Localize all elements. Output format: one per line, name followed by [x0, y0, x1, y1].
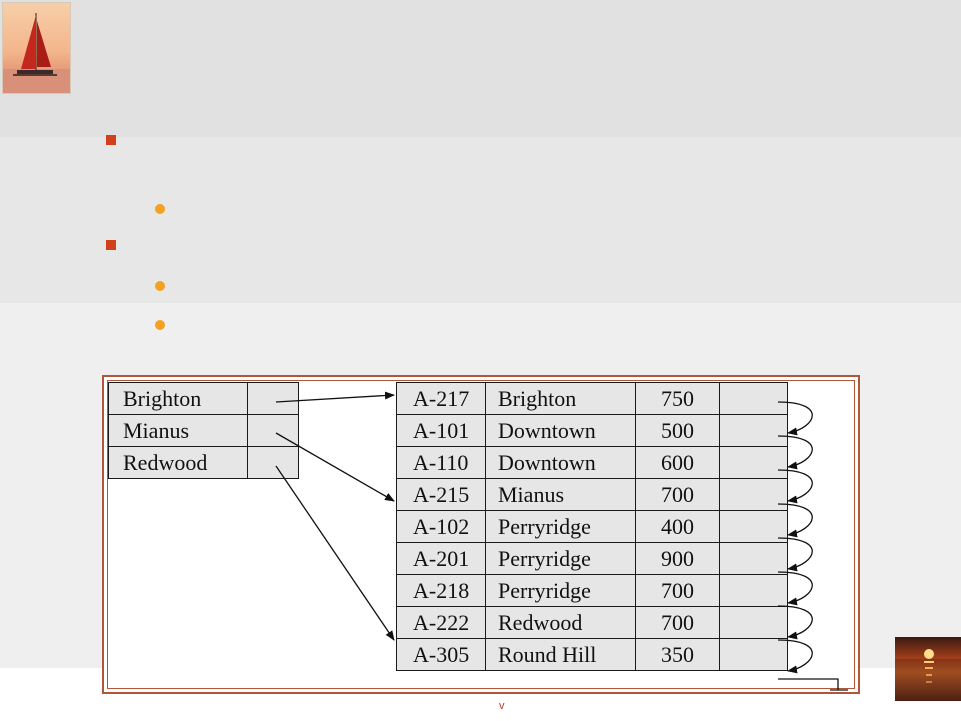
- record-row: A-218 Perryridge 700: [396, 574, 788, 607]
- record-row: A-215 Mianus 700: [396, 478, 788, 511]
- next-pointer-cell: [719, 542, 788, 575]
- record-row: A-101 Downtown 500: [396, 414, 788, 447]
- sailboat-logo-icon: [2, 2, 71, 94]
- balance: 900: [635, 542, 720, 575]
- bullet-dot-icon: [155, 204, 165, 214]
- balance: 350: [635, 638, 720, 671]
- record-row: A-217 Brighton 750: [396, 382, 788, 415]
- next-pointer-cell: [719, 414, 788, 447]
- account-number: A-215: [396, 478, 486, 511]
- record-row: A-110 Downtown 600: [396, 446, 788, 479]
- index-entry: Mianus: [108, 414, 299, 447]
- index-pointer-cell: [247, 382, 299, 415]
- account-number: A-218: [396, 574, 486, 607]
- branch-name: Redwood: [485, 606, 636, 639]
- account-number: A-305: [396, 638, 486, 671]
- balance: 700: [635, 478, 720, 511]
- branch-name: Brighton: [485, 382, 636, 415]
- balance: 700: [635, 606, 720, 639]
- bullet-dot-icon: [155, 281, 165, 291]
- index-entry: Redwood: [108, 446, 299, 479]
- account-number: A-110: [396, 446, 486, 479]
- next-pointer-cell: [719, 382, 788, 415]
- account-number: A-201: [396, 542, 486, 575]
- next-pointer-cell: [719, 606, 788, 639]
- figure-inner-border: [107, 380, 855, 689]
- bullet-dot-icon: [155, 320, 165, 330]
- account-number: A-222: [396, 606, 486, 639]
- index-table: Brighton Mianus Redwood: [108, 382, 299, 479]
- balance: 500: [635, 414, 720, 447]
- content-band: [0, 137, 961, 303]
- next-pointer-cell: [719, 478, 788, 511]
- bullet-square-icon: [106, 135, 116, 145]
- record-row: A-201 Perryridge 900: [396, 542, 788, 575]
- branch-name: Mianus: [485, 478, 636, 511]
- bullet-square-icon: [106, 240, 116, 250]
- account-number: A-102: [396, 510, 486, 543]
- branch-name: Perryridge: [485, 542, 636, 575]
- account-number: A-217: [396, 382, 486, 415]
- record-row: A-305 Round Hill 350: [396, 638, 788, 671]
- account-number: A-101: [396, 414, 486, 447]
- sunset-logo-icon: [895, 637, 961, 701]
- header-band: [0, 0, 961, 137]
- next-pointer-cell: [719, 510, 788, 543]
- index-key: Redwood: [108, 446, 248, 479]
- index-pointer-cell: [247, 414, 299, 447]
- branch-name: Downtown: [485, 446, 636, 479]
- branch-name: Perryridge: [485, 510, 636, 543]
- record-row: A-222 Redwood 700: [396, 606, 788, 639]
- record-row: A-102 Perryridge 400: [396, 510, 788, 543]
- relation-table: A-217 Brighton 750 A-101 Downtown 500 A-…: [396, 382, 788, 671]
- index-key: Brighton: [108, 382, 248, 415]
- footer-mark: v: [499, 700, 505, 712]
- next-pointer-cell: [719, 638, 788, 671]
- branch-name: Downtown: [485, 414, 636, 447]
- branch-name: Round Hill: [485, 638, 636, 671]
- balance: 600: [635, 446, 720, 479]
- next-pointer-cell: [719, 574, 788, 607]
- next-pointer-cell: [719, 446, 788, 479]
- balance: 700: [635, 574, 720, 607]
- branch-name: Perryridge: [485, 574, 636, 607]
- index-pointer-cell: [247, 446, 299, 479]
- index-entry: Brighton: [108, 382, 299, 415]
- balance: 400: [635, 510, 720, 543]
- index-key: Mianus: [108, 414, 248, 447]
- balance: 750: [635, 382, 720, 415]
